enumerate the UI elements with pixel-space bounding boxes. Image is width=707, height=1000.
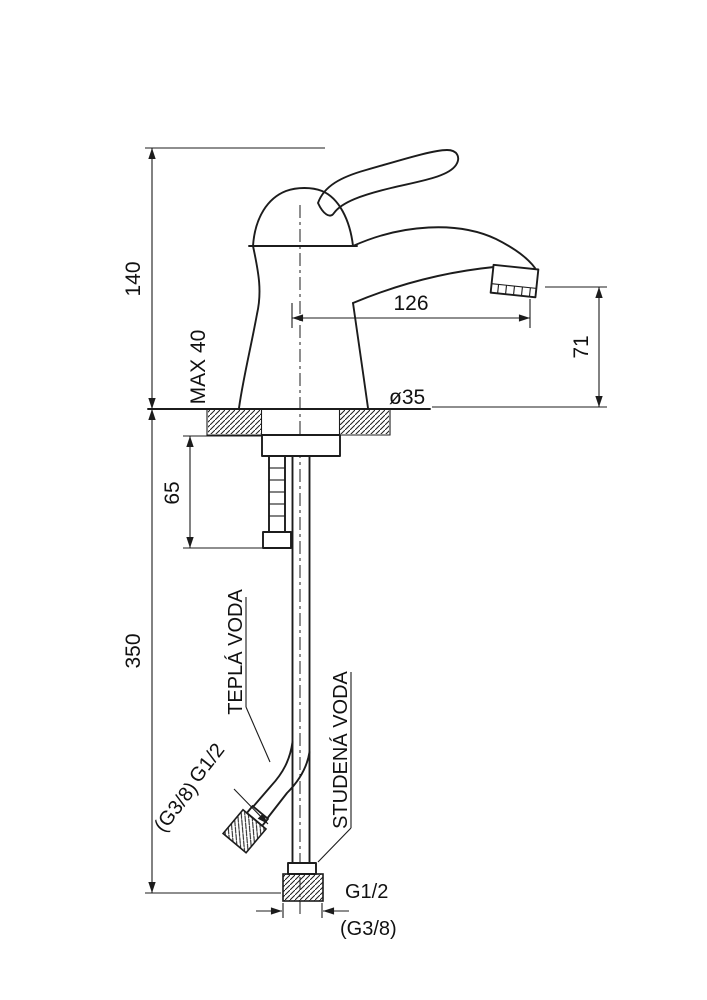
cartridge-dome	[252, 187, 354, 247]
cold-supply-pipe	[282, 455, 324, 902]
lever-handle	[317, 149, 460, 217]
dim-350-label: 350	[122, 633, 145, 668]
body-left-edge	[238, 245, 261, 409]
cold-water-label: STUDENÁ VODA	[329, 670, 352, 828]
spout-top-edge	[352, 226, 536, 269]
leader-line	[245, 706, 271, 763]
cold-thread-label: G1/2	[345, 881, 388, 903]
hot-supply-hose	[221, 741, 311, 854]
mounting-deck	[147, 408, 431, 436]
aerator	[489, 263, 540, 299]
dim-spout-reach: 126	[291, 292, 531, 328]
dim-126-label: 126	[393, 292, 428, 315]
stud-washer-nut	[262, 531, 292, 549]
mounting-hardware	[261, 434, 341, 549]
locknut	[261, 434, 341, 457]
hot-water-label: TEPLÁ VODA	[224, 589, 247, 715]
dim-65-label: 65	[161, 481, 184, 504]
dim-shank-below-deck: 65	[161, 435, 292, 549]
deck-hatch-right	[340, 410, 389, 434]
body-right-edge	[352, 302, 369, 409]
hole-diameter-label: ø35	[389, 386, 425, 409]
dim-outlet-height: 71	[432, 286, 607, 408]
hot-end-fitting	[221, 805, 269, 854]
cold-end-nut	[282, 873, 324, 902]
hot-thread-label: G1/2	[185, 739, 229, 787]
hot-thread-alt-label: (G3/8)	[150, 778, 202, 836]
threaded-stud	[268, 455, 286, 533]
hot-end-nut	[221, 808, 268, 854]
leader-arrow	[233, 788, 269, 825]
hose-lower-edge	[265, 751, 311, 821]
dim-140-label: 140	[122, 261, 145, 296]
dim-supply-length: 350	[122, 409, 281, 894]
faucet-outline	[238, 149, 540, 409]
hot-water-callout: TEPLÁ VODA	[224, 589, 271, 763]
max-deck-thickness-label: MAX 40	[187, 330, 210, 405]
dim-height-above-deck: 140	[122, 147, 325, 409]
dim-71-label: 71	[570, 335, 593, 358]
cold-thread-alt-label: (G3/8)	[340, 918, 397, 940]
cold-end-collar	[287, 862, 317, 875]
deck-hatch-left	[208, 410, 261, 434]
cold-water-callout: STUDENÁ VODA	[317, 670, 352, 863]
spout-bottom-edge	[352, 266, 495, 304]
hose-upper-edge	[251, 741, 294, 809]
cold-thread-callout: G1/2 (G3/8)	[256, 881, 397, 940]
leader-line	[317, 827, 352, 863]
